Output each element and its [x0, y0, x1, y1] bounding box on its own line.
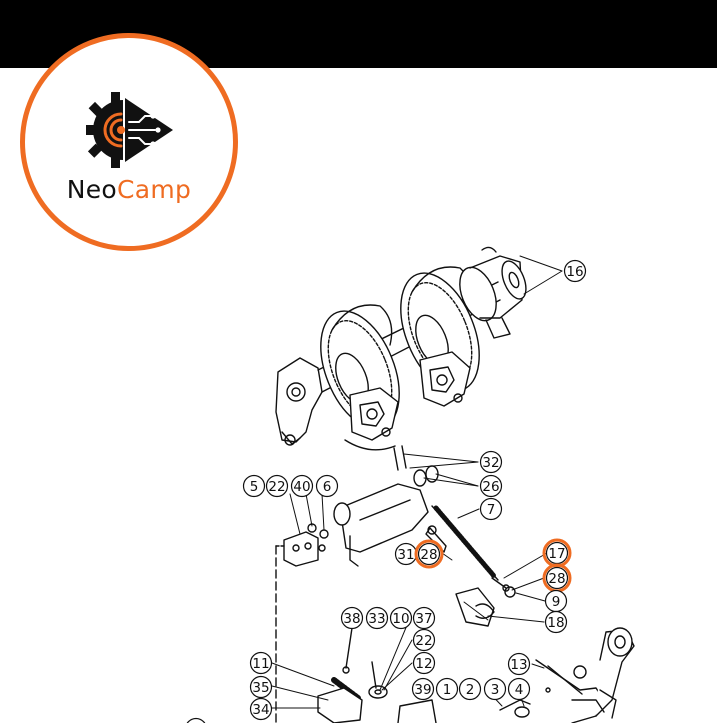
svg-text:13: 13 [510, 657, 527, 673]
svg-text:10: 10 [392, 611, 409, 627]
callout-22b: 22 [412, 628, 436, 652]
callout-31: 31 [394, 542, 418, 566]
svg-text:31: 31 [397, 547, 414, 563]
svg-text:35: 35 [252, 680, 269, 696]
svg-text:28: 28 [548, 571, 565, 587]
callout-12: 12 [412, 651, 436, 675]
callout-7: 7 [479, 497, 503, 521]
callout-5: 5 [242, 474, 266, 498]
brand-wordmark: NeoCamp [25, 175, 233, 204]
callout-6: 6 [315, 474, 339, 498]
linkage-assembly [275, 465, 516, 723]
callout-40: 40 [290, 474, 314, 498]
callout-17-highlighted: 17 [542, 538, 572, 568]
callout-9: 9 [544, 589, 568, 613]
brand-name-part1: Neo [66, 175, 118, 204]
svg-text:11: 11 [252, 656, 269, 672]
callout-18: 18 [544, 610, 568, 634]
part-callouts: 16 32 26 7 5 22 40 6 31 28 17 28 9 18 38… [186, 259, 587, 723]
svg-text:18: 18 [547, 615, 564, 631]
svg-text:33: 33 [368, 611, 385, 627]
svg-text:1: 1 [443, 682, 452, 698]
svg-text:6: 6 [323, 479, 332, 495]
lower-parts-assembly [317, 627, 635, 723]
svg-text:26: 26 [482, 479, 499, 495]
callout-37: 37 [412, 606, 436, 630]
callout-28b-highlighted: 28 [542, 563, 572, 593]
svg-text:37: 37 [415, 611, 432, 627]
svg-text:4: 4 [515, 682, 524, 698]
callout-1: 1 [435, 677, 459, 701]
brand-name-part2: Camp [117, 175, 192, 204]
svg-text:40: 40 [293, 479, 310, 495]
callout-32: 32 [479, 450, 503, 474]
callout-4: 4 [507, 677, 531, 701]
svg-text:16: 16 [566, 264, 583, 280]
svg-text:22: 22 [415, 633, 432, 649]
svg-text:34: 34 [252, 702, 269, 718]
svg-text:7: 7 [487, 502, 496, 518]
svg-text:17: 17 [548, 546, 565, 562]
callout-11: 11 [249, 651, 273, 675]
svg-text:9: 9 [552, 594, 561, 610]
callout-35: 35 [249, 675, 273, 699]
svg-text:12: 12 [415, 656, 432, 672]
neocamp-logo: NeoCamp [20, 33, 238, 251]
callout-13: 13 [507, 652, 531, 676]
gear-play-circuit-icon [86, 92, 173, 168]
callout-2: 2 [458, 677, 482, 701]
svg-text:22: 22 [268, 479, 285, 495]
callout-28-highlighted: 28 [414, 539, 444, 569]
callout-34: 34 [249, 697, 273, 721]
svg-text:28: 28 [420, 547, 437, 563]
callout-27-partial: 27 [186, 717, 206, 723]
callout-16: 16 [563, 259, 587, 283]
svg-text:2: 2 [466, 682, 475, 698]
svg-text:32: 32 [482, 455, 499, 471]
callout-10: 10 [389, 606, 413, 630]
callout-3: 3 [483, 677, 507, 701]
svg-text:38: 38 [343, 611, 360, 627]
callout-33: 33 [365, 606, 389, 630]
callout-39: 39 [411, 677, 435, 701]
svg-text:39: 39 [414, 682, 431, 698]
svg-text:3: 3 [491, 682, 500, 698]
callout-26: 26 [479, 474, 503, 498]
callout-22: 22 [265, 474, 289, 498]
cam-drum-assembly [275, 246, 527, 471]
svg-text:5: 5 [250, 479, 259, 495]
callout-38: 38 [340, 606, 364, 630]
